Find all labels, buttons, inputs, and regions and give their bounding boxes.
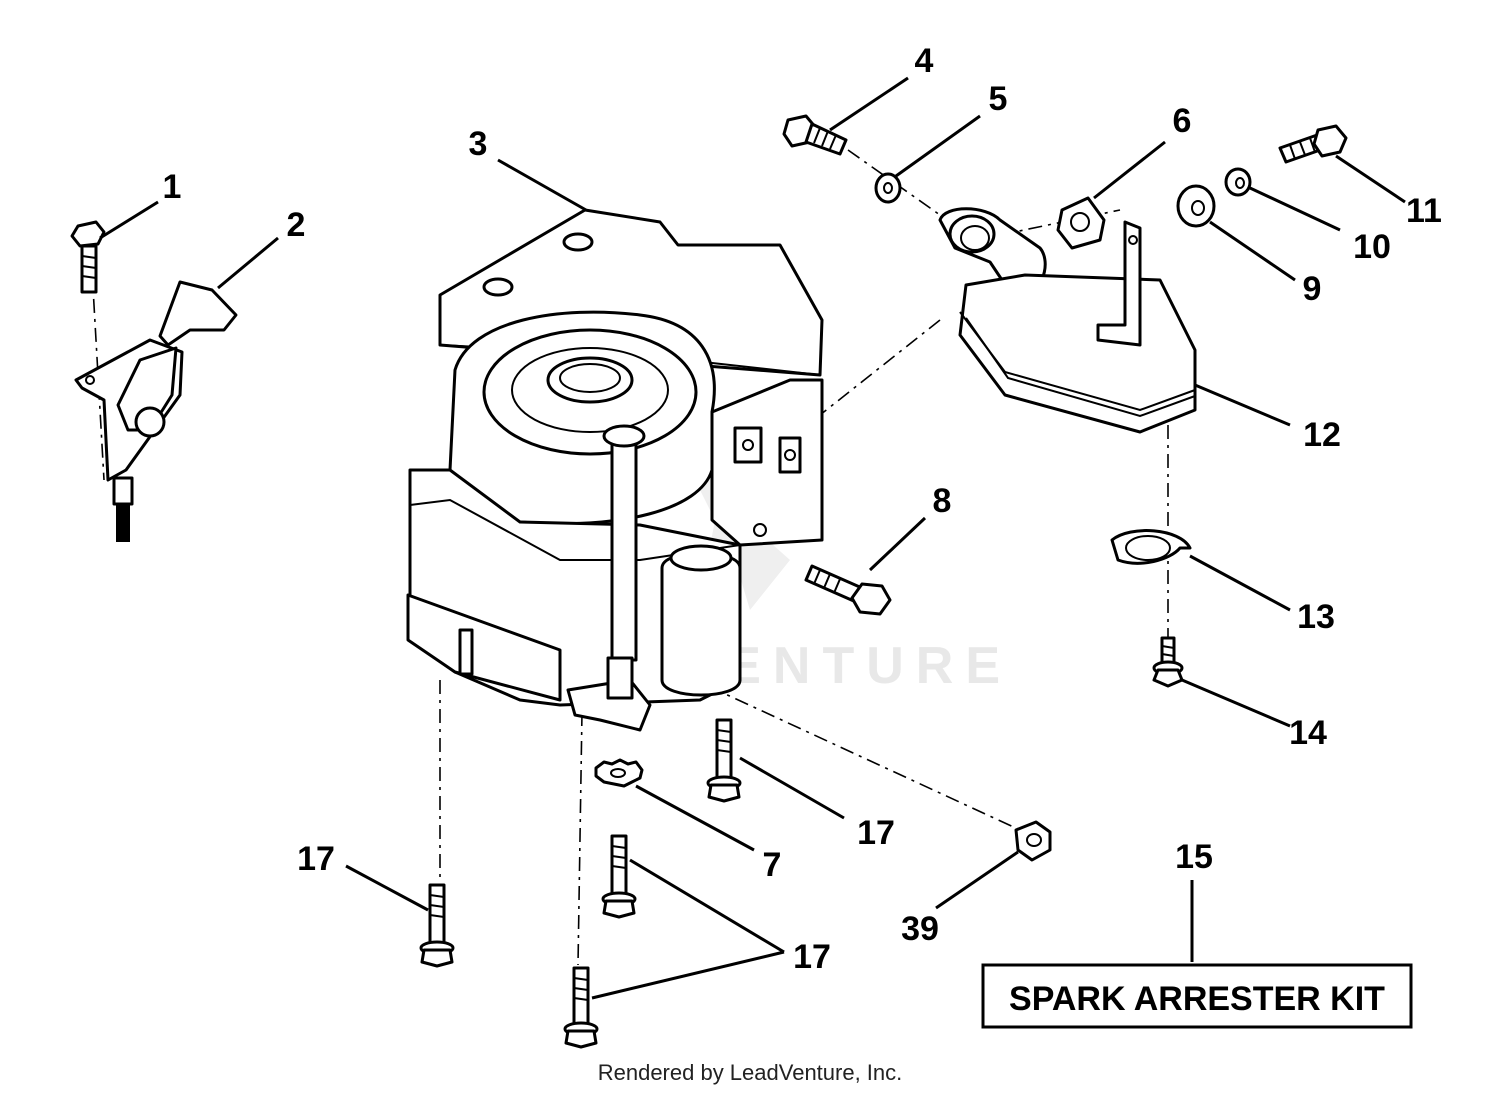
part-17-bolts — [419, 718, 742, 1049]
part-39-nut — [1014, 820, 1052, 862]
part-4-bolt — [782, 114, 848, 156]
callout-3: 3 — [469, 125, 488, 163]
part-7-star-washer — [594, 758, 644, 788]
part-1-bolt — [70, 220, 106, 294]
callout-5: 5 — [989, 80, 1008, 118]
part-11-bolt — [1278, 124, 1348, 164]
bolt-17-d — [706, 718, 742, 803]
callout-12: 12 — [1303, 416, 1341, 454]
part-3-engine — [406, 208, 824, 732]
callout-17-left: 17 — [297, 840, 335, 878]
leader-lines — [99, 76, 1406, 1000]
part-12-muffler — [958, 220, 1197, 434]
callout-17-bottom: 17 — [793, 938, 831, 976]
callouts: 1 2 3 4 5 6 11 10 9 12 8 13 14 17 7 17 1… — [163, 42, 1442, 976]
callout-4: 4 — [915, 42, 934, 80]
part-2-throttle-control — [74, 280, 238, 542]
callout-14: 14 — [1289, 714, 1327, 752]
part-8-bolt — [804, 564, 892, 616]
callout-39: 39 — [901, 910, 939, 948]
bolt-17-b — [601, 834, 637, 919]
callout-8: 8 — [933, 482, 952, 520]
callout-9: 9 — [1303, 270, 1322, 308]
callout-10: 10 — [1353, 228, 1391, 266]
callout-17-right: 17 — [857, 814, 895, 852]
spark-arrester-kit-box: SPARK ARRESTER KIT — [981, 963, 1413, 1029]
part-9-washer — [1176, 184, 1216, 228]
callout-2: 2 — [287, 206, 306, 244]
kit-label: SPARK ARRESTER KIT — [1009, 980, 1385, 1018]
bolt-17-c — [563, 966, 599, 1049]
footer-credit: Rendered by LeadVenture, Inc. — [597, 1060, 903, 1085]
callout-7: 7 — [763, 846, 782, 884]
part-14-screw — [1152, 636, 1184, 688]
part-10-lock-washer — [1224, 167, 1252, 197]
callout-11: 11 — [1406, 192, 1442, 230]
part-6-gasket — [1056, 196, 1106, 250]
callout-13: 13 — [1297, 598, 1335, 636]
part-13-screen — [1110, 529, 1192, 565]
callout-6: 6 — [1173, 102, 1192, 140]
callout-15: 15 — [1175, 838, 1213, 876]
callout-1: 1 — [163, 168, 182, 206]
bolt-17-a — [419, 883, 455, 968]
part-5-washer — [874, 172, 902, 204]
